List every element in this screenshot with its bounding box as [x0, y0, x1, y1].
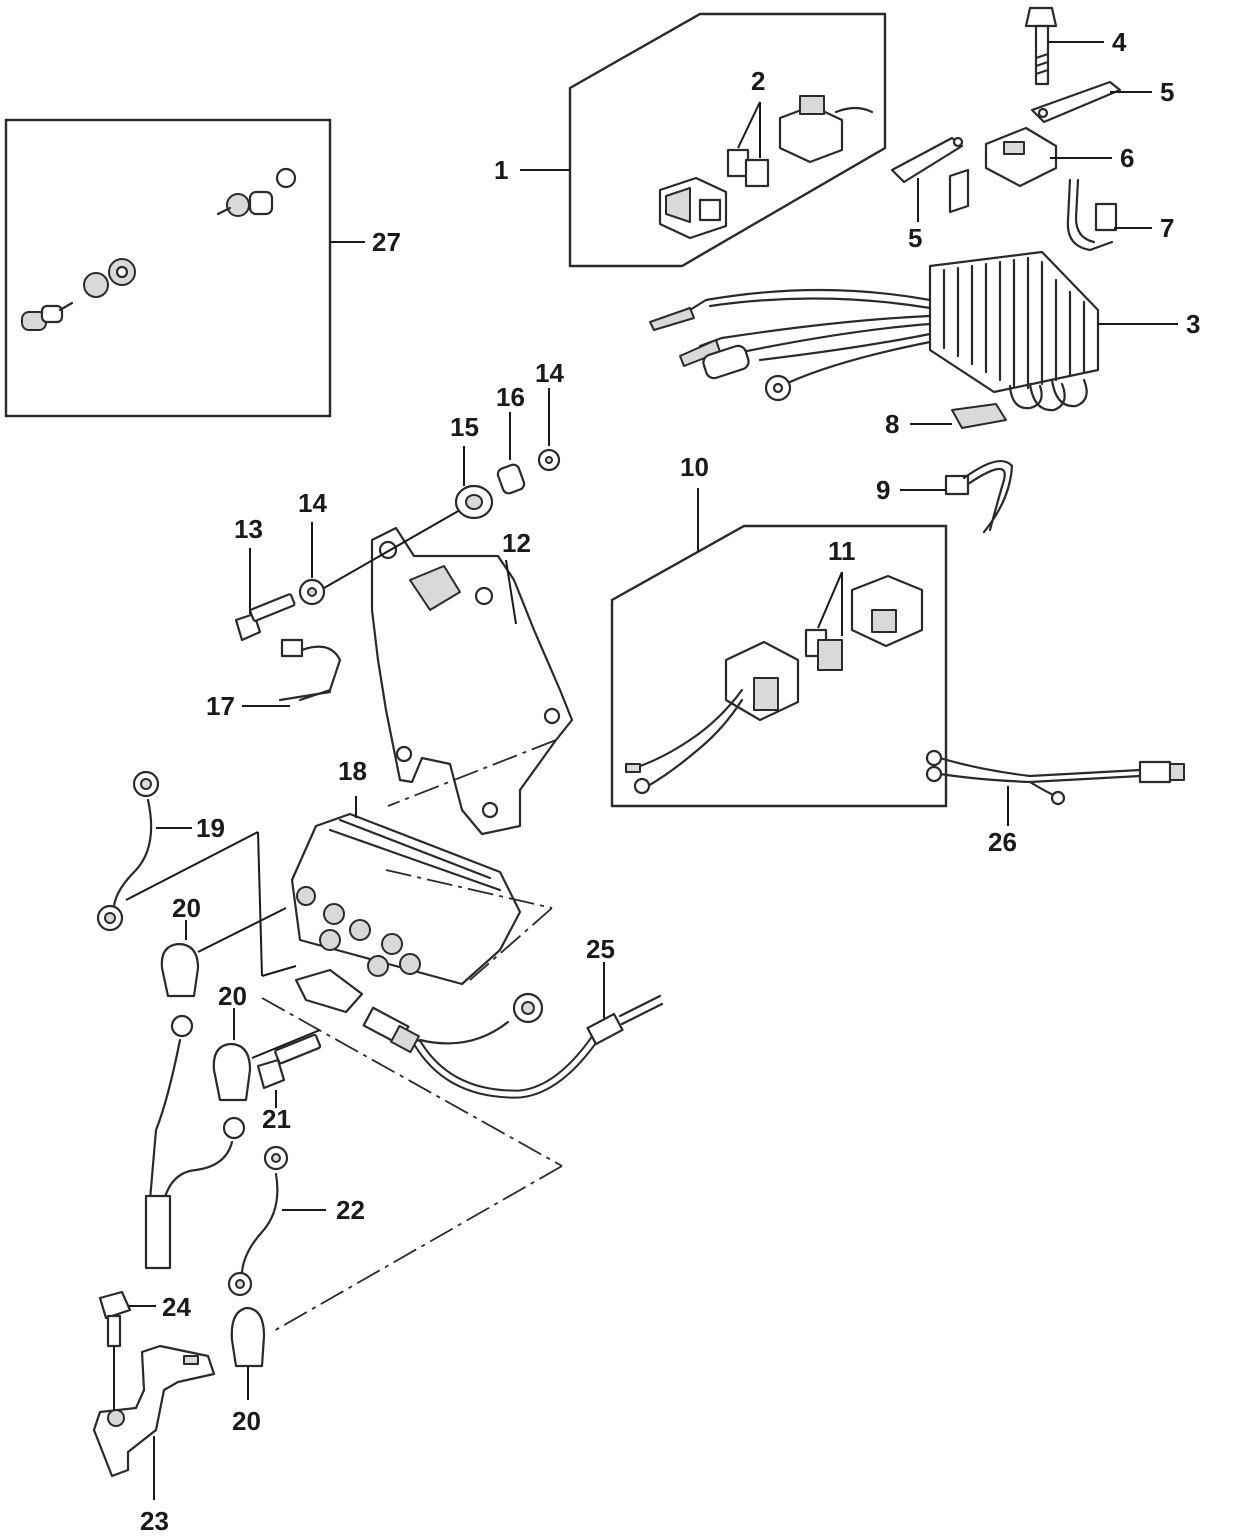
bolt-13: 13	[234, 514, 296, 642]
callout-5-lower: 5	[908, 223, 922, 253]
washer-14-left: 14	[298, 488, 461, 606]
callout-9: 9	[876, 475, 890, 505]
callout-13: 13	[234, 514, 263, 544]
kit-27-nut-washer	[83, 258, 136, 298]
ground-lead-22: 22	[227, 1145, 365, 1297]
bracket-23: 23	[92, 1344, 216, 1536]
strap-5-lower: 5	[890, 136, 964, 253]
callout-22: 22	[336, 1195, 365, 1225]
relay-10-right	[850, 574, 924, 648]
kit-27-screw-assembly	[216, 167, 297, 217]
kit-1-box: 1 2	[494, 12, 887, 268]
callout-3: 3	[1186, 309, 1200, 339]
rectifier-regulator-3: 3	[649, 250, 1200, 412]
callout-16: 16	[496, 382, 525, 412]
callout-25: 25	[586, 934, 615, 964]
callout-8: 8	[885, 409, 899, 439]
terminal-cap-20-mid: 20	[212, 981, 252, 1102]
callout-5-upper: 5	[1160, 77, 1174, 107]
callout-10: 10	[680, 452, 709, 482]
callout-27: 27	[372, 227, 401, 257]
grommet-15: 15	[450, 412, 494, 520]
cable-tie-9: 9	[876, 460, 1014, 534]
cable-clip-17: 17	[206, 638, 342, 721]
collar-16: 16	[496, 382, 526, 495]
callout-17: 17	[206, 691, 235, 721]
kit-27-box: 27	[4, 118, 401, 418]
callout-14-right: 14	[535, 358, 564, 388]
terminal-cap-20-top: 20	[160, 893, 201, 998]
relay-right	[778, 95, 874, 164]
bracket-6: 6	[948, 126, 1134, 214]
kit-10-box: 10 11	[610, 452, 948, 808]
callout-21: 21	[262, 1104, 291, 1134]
terminal-clips-11: 11	[804, 536, 856, 671]
relay-10-wires	[625, 688, 744, 795]
callout-20-bottom: 20	[232, 1406, 261, 1436]
rectifier-block-18: 18	[290, 756, 522, 1014]
bolt-4: 4	[1024, 6, 1127, 86]
pad-8: 8	[885, 403, 1007, 439]
callout-20-top: 20	[172, 893, 201, 923]
callout-7: 7	[1160, 213, 1174, 243]
relay-left	[658, 176, 728, 240]
callout-20-mid: 20	[218, 981, 247, 1011]
kit-27-terminal-screw	[21, 301, 74, 331]
washer-14-right: 14	[535, 358, 564, 472]
bolt-24: 24	[98, 1290, 191, 1416]
strap-5-upper: 5	[1030, 77, 1174, 124]
callout-18: 18	[338, 756, 367, 786]
callout-24: 24	[162, 1292, 191, 1322]
callout-12: 12	[502, 528, 531, 558]
callout-19: 19	[196, 813, 225, 843]
callout-11: 11	[828, 536, 856, 566]
battery-lead-pair	[144, 1014, 246, 1270]
callout-4: 4	[1112, 27, 1127, 57]
mounting-bracket-12: 12	[370, 526, 574, 836]
assembly-guide-lines	[125, 739, 563, 1333]
harness-25: 25	[362, 934, 664, 1099]
callout-6: 6	[1120, 143, 1134, 173]
callout-26: 26	[988, 827, 1017, 857]
bolt-21: 21	[256, 1033, 322, 1134]
ground-lead-19: 19	[96, 770, 225, 932]
relay-10	[724, 640, 800, 722]
callout-15: 15	[450, 412, 479, 442]
callout-2: 2	[751, 66, 765, 96]
callout-14-left: 14	[298, 488, 327, 518]
terminal-cap-20-bottom: 20	[230, 1306, 266, 1436]
callout-1: 1	[494, 155, 508, 185]
terminal-clips-2: 2	[726, 66, 770, 188]
callout-23: 23	[140, 1506, 169, 1536]
cooling-fins	[942, 256, 1086, 390]
cable-clip-7: 7	[1066, 178, 1174, 252]
harness-26: 26	[925, 749, 1185, 857]
